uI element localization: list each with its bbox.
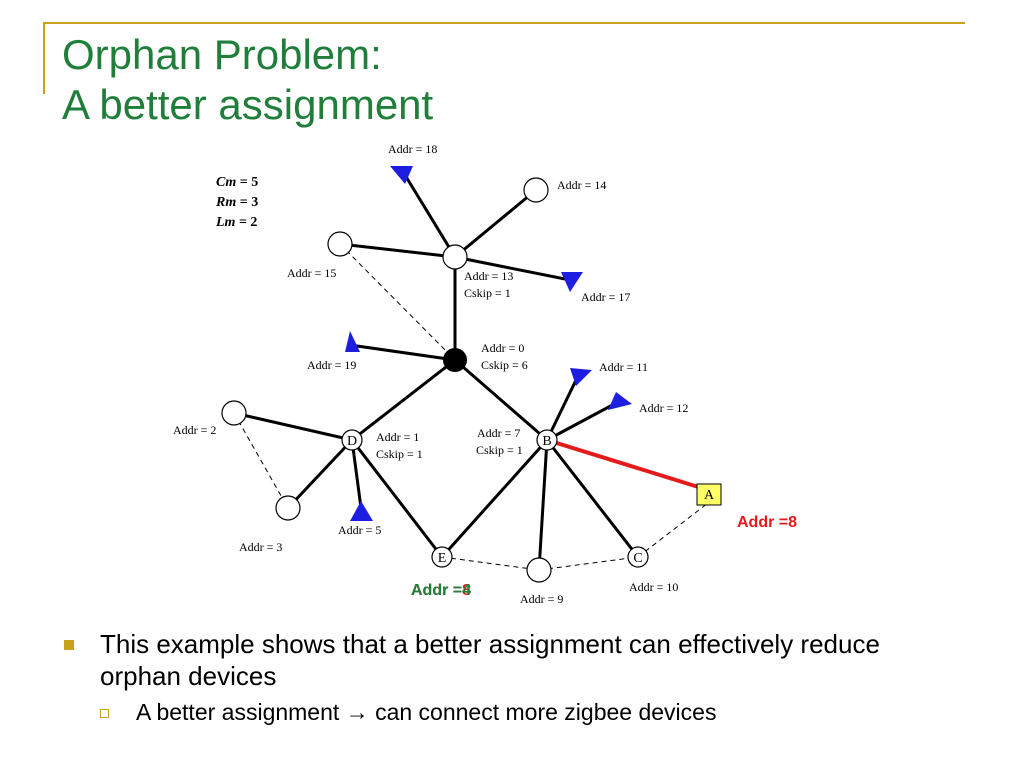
bullet-text: This example shows that a better assignm… [100,629,880,691]
label-addr-14: Addr = 14 [557,178,606,192]
square-bullet-icon [64,640,74,650]
node-3 [275,495,301,521]
label-addr-18: Addr = 18 [388,142,437,156]
node-9 [526,557,552,583]
end-device-18 [390,166,413,184]
dashed-link-E-9 [441,556,540,571]
label-addr-1: Addr = 1 [376,430,419,444]
node-A-letter: A [704,488,715,503]
end-device-11 [570,368,592,386]
node-B-letter: B [542,434,551,449]
link-root-B [453,358,549,442]
node-D [341,429,363,451]
bullet-list: This example shows that a better assignm… [62,628,962,726]
coordinator-node [443,348,467,372]
end-device-19 [345,331,360,352]
end-device-12 [608,392,632,410]
link-B-C [545,438,640,559]
label-addr-11: Addr = 11 [599,360,648,374]
right-arrow-icon: → [345,699,369,725]
end-device-5 [350,501,373,521]
label-addr-17: Addr = 17 [581,290,630,304]
label-addr-3: Addr = 3 [239,540,282,554]
param-rm: Rm = 3 [215,195,258,210]
node-C-letter: C [633,551,642,566]
title-line-2: A better assignment [62,81,434,128]
node-E [431,546,453,568]
label-addr-12: Addr = 12 [639,401,688,415]
highlighted-link-B-A [546,438,709,492]
label-addr-5: Addr = 5 [338,523,381,537]
label-addr-9: Addr = 9 [520,592,563,606]
slide-title: Orphan Problem: A better assignment [62,30,433,130]
node-B [536,429,558,451]
node-2 [221,400,247,426]
link-root-D [350,358,457,442]
node-E-letter: E [438,551,447,566]
label-addr-2: Addr = 2 [173,423,216,437]
link-13-18 [403,173,457,259]
link-B-12 [545,400,620,442]
label-addr-A: Addr =8 [737,514,797,531]
param-lm: Lm = 2 [215,215,257,230]
label-addr-19: Addr = 19 [307,358,356,372]
title-frame-top [43,22,965,24]
link-13-14 [453,188,538,259]
dashed-link-9-C [538,556,639,571]
link-B-9 [537,438,549,572]
title-frame-left [43,22,45,94]
dashed-link-2-3 [233,412,289,509]
hollow-square-bullet-icon [100,709,109,718]
link-D-2 [232,411,354,442]
label-addr-7: Addr = 7 [477,426,520,440]
node-14 [523,177,549,203]
label-addr-13: Addr = 13 [464,269,513,283]
link-D-5 [350,438,363,510]
node-D-letter: D [347,434,357,449]
link-D-E [350,438,444,559]
sub-bullet-prefix: A better assignment [136,699,346,725]
node-15 [327,231,353,257]
label-addr-0: Addr = 0 [481,341,524,355]
node-13 [442,244,468,270]
label-cskip-13: Cskip = 1 [464,286,511,300]
link-B-E [440,438,549,559]
dashed-link-15-root [339,243,456,361]
end-device-17 [561,272,583,292]
node-C [627,546,649,568]
param-cm: Cm = 5 [216,175,258,190]
label-cskip-7: Cskip = 1 [476,443,523,457]
bullet-item: This example shows that a better assignm… [62,628,962,692]
link-B-11 [545,374,580,442]
label-addr-E-old: Addr =4 [411,582,471,599]
link-root-19 [348,343,457,362]
sub-bullet-suffix: can connect more zigbee devices [368,699,717,725]
label-cskip-1: Cskip = 1 [376,447,423,461]
link-13-15 [338,242,457,259]
dashed-link-C-A [637,502,709,558]
link-D-3 [286,438,354,510]
label-cskip-0: Cskip = 6 [481,358,528,372]
label-addr-E-new: Addr =8 [411,582,471,599]
link-13-17 [453,255,572,282]
node-A-box [696,483,722,506]
sub-bullet-item: A better assignment → can connect more z… [62,698,962,726]
title-line-1: Orphan Problem: [62,31,382,78]
label-addr-15: Addr = 15 [287,266,336,280]
label-addr-10: Addr = 10 [629,580,678,594]
